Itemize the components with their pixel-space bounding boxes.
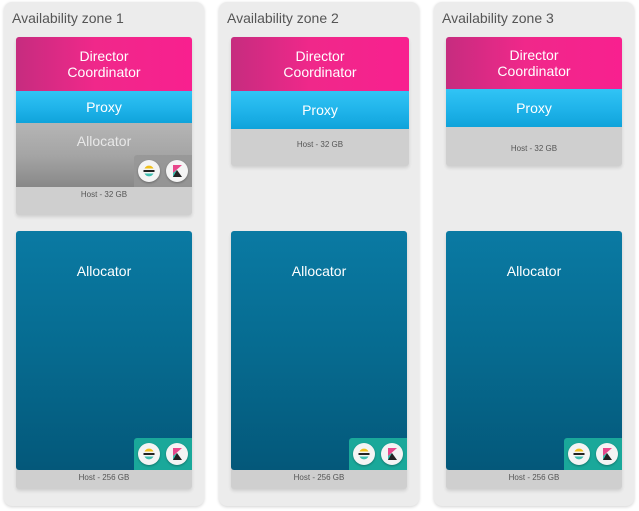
host-small: Director Coordinator Proxy Host - 32 GB: [446, 37, 622, 166]
allocator-label: Allocator: [76, 263, 132, 279]
director-coordinator-block: Director Coordinator: [446, 37, 622, 89]
coordinator-label: Coordinator: [67, 64, 141, 80]
director-label: Director: [295, 48, 345, 64]
elasticsearch-icon: [353, 443, 375, 465]
availability-zone-1: Availability zone 1 Director Coordinator…: [4, 2, 204, 506]
host-large: Allocator Host - 25: [446, 231, 622, 489]
host-label: Host - 32 GB: [80, 190, 128, 199]
allocator-label: Allocator: [291, 263, 347, 279]
director-coordinator-block: Director Coordinator: [231, 37, 409, 91]
host-label: Host - 256 GB: [293, 473, 345, 482]
host-label: Host - 32 GB: [296, 140, 344, 149]
elasticsearch-icon: [568, 443, 590, 465]
proxy-label: Proxy: [302, 102, 338, 118]
kibana-icon: [596, 443, 618, 465]
instance-icon-tray: [564, 438, 622, 470]
instance-icon-tray: [349, 438, 407, 470]
director-label: Director: [509, 47, 559, 63]
allocator-block: Allocator: [446, 231, 622, 470]
host-label: Host - 32 GB: [510, 144, 558, 153]
coordinator-label: Coordinator: [497, 63, 571, 79]
kibana-icon: [166, 160, 188, 182]
allocator-label: Allocator: [506, 263, 562, 279]
allocator-label: Allocator: [76, 133, 132, 149]
proxy-label: Proxy: [86, 99, 122, 115]
kibana-icon: [381, 443, 403, 465]
host-large: Allocator Host - 25: [231, 231, 407, 489]
allocator-block: Allocator: [16, 231, 192, 470]
proxy-label: Proxy: [516, 100, 552, 116]
host-small: Director Coordinator Proxy Allocator: [16, 37, 192, 215]
instance-icon-tray: [134, 155, 192, 187]
availability-zone-2: Availability zone 2 Director Coordinator…: [219, 2, 419, 506]
proxy-block: Proxy: [446, 89, 622, 127]
kibana-icon: [166, 443, 188, 465]
availability-zone-3: Availability zone 3 Director Coordinator…: [434, 2, 634, 506]
host-large: Allocator Host - 25: [16, 231, 192, 489]
allocator-block: Allocator: [16, 123, 192, 187]
zone-title: Availability zone 1: [12, 10, 124, 26]
zone-title: Availability zone 2: [227, 10, 339, 26]
zone-title: Availability zone 3: [442, 10, 554, 26]
proxy-block: Proxy: [16, 91, 192, 123]
director-coordinator-block: Director Coordinator: [16, 37, 192, 91]
proxy-block: Proxy: [231, 91, 409, 129]
elasticsearch-icon: [138, 160, 160, 182]
host-label: Host - 256 GB: [78, 473, 130, 482]
instance-icon-tray: [134, 438, 192, 470]
host-label: Host - 256 GB: [508, 473, 560, 482]
host-small: Director Coordinator Proxy Host - 32 GB: [231, 37, 409, 166]
allocator-block: Allocator: [231, 231, 407, 470]
coordinator-label: Coordinator: [283, 64, 357, 80]
director-label: Director: [79, 48, 129, 64]
elasticsearch-icon: [138, 443, 160, 465]
